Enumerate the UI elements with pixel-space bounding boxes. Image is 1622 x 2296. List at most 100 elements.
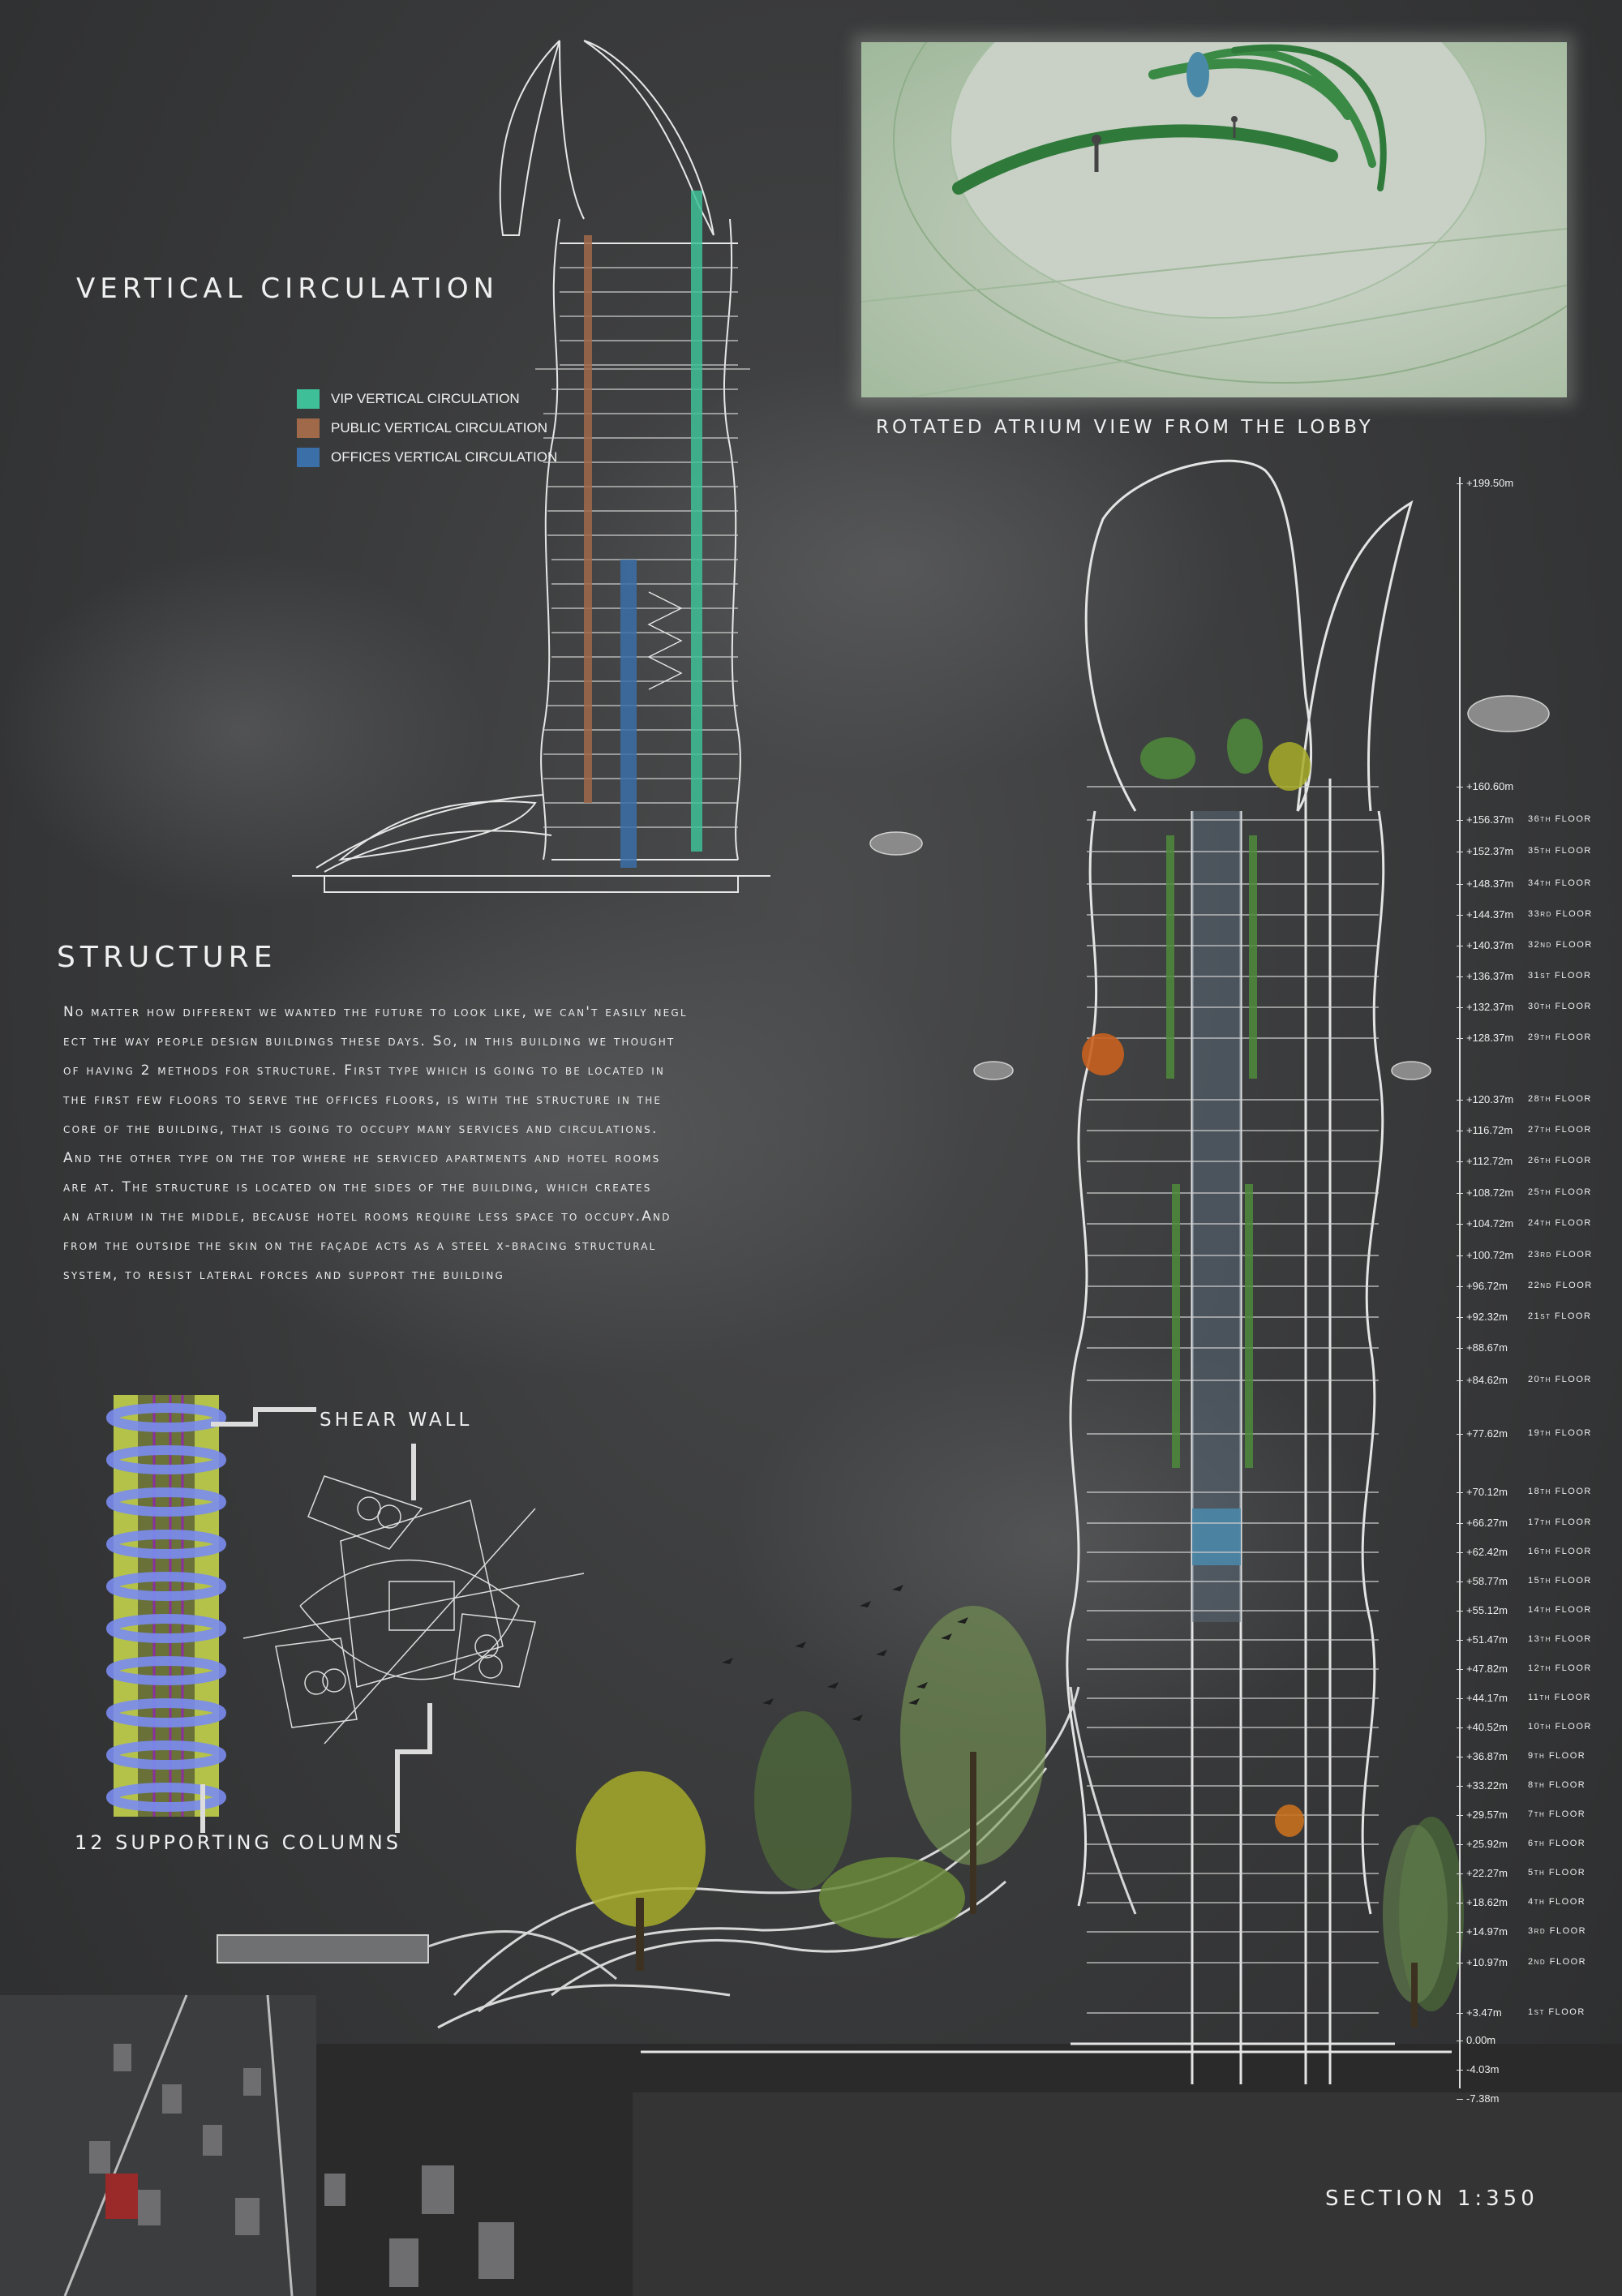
legend-swatch-public: [297, 418, 320, 438]
elevation-tick: [1457, 2099, 1463, 2100]
elevation-label: +14.97m: [1466, 1925, 1508, 1938]
floor-label: 31st FLOOR: [1528, 971, 1592, 981]
elevation-label: +29.57m: [1466, 1809, 1508, 1821]
floor-label: 16th FLOOR: [1528, 1547, 1592, 1556]
floor-label: 35th FLOOR: [1528, 846, 1592, 856]
elevation-label: +116.72m: [1466, 1124, 1513, 1136]
elevation-label: +152.37m: [1466, 845, 1514, 857]
offices-circulation-shaft: [620, 560, 637, 868]
structure-line: an atrium in the middle, because hotel r…: [63, 1208, 672, 1225]
elevation-tick: [1457, 1492, 1463, 1493]
elevation-label: +10.97m: [1466, 1956, 1508, 1968]
floor-label: 23rd FLOOR: [1528, 1250, 1593, 1260]
elevation-label: +51.47m: [1466, 1633, 1508, 1646]
floor-label: 4th FLOOR: [1528, 1897, 1586, 1907]
elevation-label: +47.82m: [1466, 1663, 1508, 1675]
elevation-label: +18.62m: [1466, 1896, 1508, 1908]
atrium-view-image: [861, 42, 1567, 397]
elevation-label: +144.37m: [1466, 908, 1514, 921]
public-circulation-shaft: [584, 235, 592, 803]
elevation-label: +108.72m: [1466, 1187, 1514, 1199]
elevation-label: +96.72m: [1466, 1280, 1508, 1292]
vip-circulation-shaft: [691, 191, 702, 852]
elevation-label: +66.27m: [1466, 1517, 1508, 1529]
elevation-label: +3.47m: [1466, 2006, 1502, 2019]
elevation-tick: [1457, 1380, 1463, 1381]
structure-line: ect the way people design buildings thes…: [63, 1033, 676, 1049]
elevation-tick: [1457, 483, 1463, 484]
elevation-tick: [1457, 1255, 1463, 1256]
elevation-tick: [1457, 1669, 1463, 1670]
elevation-tick: [1457, 915, 1463, 916]
elevation-tick: [1457, 1552, 1463, 1553]
floor-label: 34th FLOOR: [1528, 878, 1592, 888]
elevation-tick: [1457, 1698, 1463, 1699]
elevation-tick: [1457, 1873, 1463, 1874]
elevation-tick: [1457, 2013, 1463, 2014]
elevation-tick: [1457, 1038, 1463, 1039]
shear-wall-diagram: [106, 1395, 585, 1833]
elevation-label: +36.87m: [1466, 1750, 1508, 1762]
elevation-tick: [1457, 1786, 1463, 1787]
structure-title: STRUCTURE: [57, 941, 277, 974]
elevation-tick: [1457, 2070, 1463, 2071]
shear-wall-label: SHEAR WALL: [320, 1410, 473, 1431]
elevation-tick: [1457, 1523, 1463, 1524]
floor-label: 22nd FLOOR: [1528, 1281, 1593, 1290]
floor-label: 29th FLOOR: [1528, 1032, 1592, 1042]
legend-label-public: PUBLIC VERTICAL CIRCULATION: [331, 420, 548, 436]
elevation-label: -4.03m: [1466, 2063, 1500, 2075]
floor-label: 18th FLOOR: [1528, 1487, 1592, 1496]
legend-swatch-vip: [297, 389, 320, 409]
structure-line: of having 2 methods for structure. First…: [63, 1062, 666, 1079]
structure-line: from the outside the skin on the façade …: [63, 1238, 657, 1254]
floor-label: 11th FLOOR: [1528, 1693, 1592, 1702]
tower-floor-lines: [1087, 786, 1379, 2014]
elevation-label: +58.77m: [1466, 1575, 1508, 1587]
floor-label: 6th FLOOR: [1528, 1839, 1586, 1848]
elevation-tick: [1457, 1193, 1463, 1194]
floor-label: 12th FLOOR: [1528, 1663, 1592, 1673]
floor-label: 26th FLOOR: [1528, 1156, 1592, 1165]
atrium-view-drawing: [861, 42, 1567, 397]
legend-item-offices: OFFICES VERTICAL CIRCULATION: [297, 443, 557, 472]
floor-label: 28th FLOOR: [1528, 1094, 1592, 1104]
floor-label: 25th FLOOR: [1528, 1187, 1592, 1197]
elevation-label: +120.37m: [1466, 1093, 1514, 1105]
legend-swatch-offices: [297, 448, 320, 467]
floor-label: 5th FLOOR: [1528, 1868, 1586, 1878]
floor-label: 8th FLOOR: [1528, 1780, 1586, 1790]
floor-label: 7th FLOOR: [1528, 1809, 1586, 1819]
structure-line: are at. The structure is located on the …: [63, 1179, 652, 1195]
elevation-tick: [1457, 1815, 1463, 1816]
floor-label: 9th FLOOR: [1528, 1751, 1586, 1761]
legend-label-offices: OFFICES VERTICAL CIRCULATION: [331, 449, 558, 465]
floor-label: 32nd FLOOR: [1528, 940, 1593, 950]
circulation-tower-drawing: [292, 40, 770, 893]
elevation-tick: [1457, 1007, 1463, 1008]
elevation-label: 0.00m: [1466, 2034, 1496, 2046]
elevation-tick: [1457, 1581, 1463, 1582]
floor-label: 2nd FLOOR: [1528, 1957, 1587, 1967]
elevation-tick: [1457, 1727, 1463, 1728]
floor-label: 30th FLOOR: [1528, 1002, 1592, 1011]
elevation-label: +92.32m: [1466, 1311, 1508, 1323]
elevation-label: +22.27m: [1466, 1867, 1508, 1879]
floor-label: 17th FLOOR: [1528, 1517, 1592, 1527]
elevation-tick: [1457, 1348, 1463, 1349]
floor-label: 3rd FLOOR: [1528, 1926, 1587, 1936]
elevation-label: +104.72m: [1466, 1217, 1514, 1230]
elevation-label: +55.12m: [1466, 1604, 1508, 1616]
elevation-label: +84.62m: [1466, 1374, 1508, 1386]
elevation-label: +70.12m: [1466, 1486, 1508, 1498]
elevation-label: -7.38m: [1466, 2092, 1500, 2105]
elevation-label: +199.50m: [1466, 477, 1514, 489]
legend-label-vip: VIP VERTICAL CIRCULATION: [331, 391, 520, 406]
elevation-tick: [1457, 976, 1463, 977]
elevation-label: +136.37m: [1466, 970, 1514, 982]
supporting-columns-label: 12 SUPPORTING COLUMNS: [75, 1831, 401, 1854]
elevation-tick: [1457, 1932, 1463, 1933]
elevation-label: +44.17m: [1466, 1692, 1508, 1704]
elevation-tick: [1457, 1224, 1463, 1225]
floor-label: 1st FLOOR: [1528, 2007, 1586, 2017]
